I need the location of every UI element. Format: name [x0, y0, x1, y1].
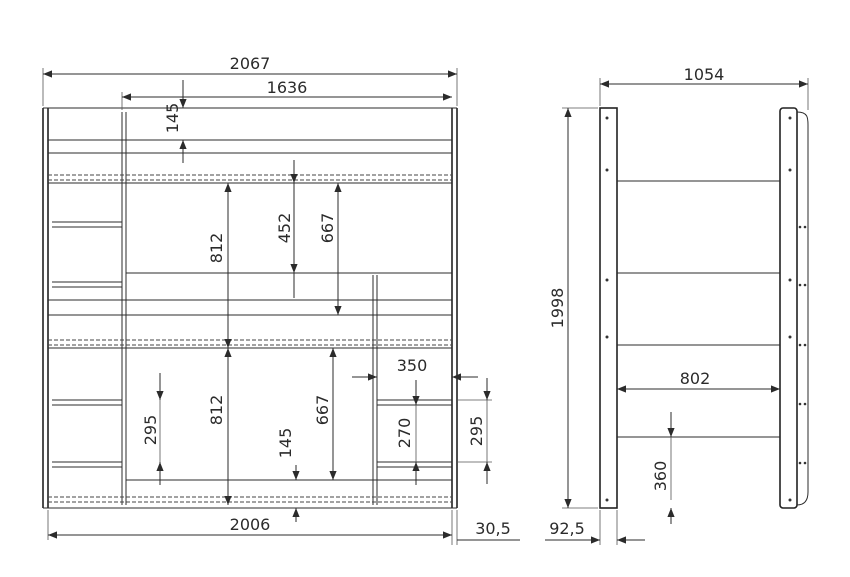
left-shelf-label: 295: [141, 415, 160, 446]
upper-clearance-label: 667: [318, 213, 337, 244]
dim-overall-width: 2067: [42, 54, 458, 106]
dim-bottom-gap: 145: [276, 428, 300, 522]
dim-side-offset: 30,5: [456, 510, 520, 545]
upper-guard-rail: [48, 139, 452, 184]
bottom-gap-label: 145: [276, 428, 295, 459]
dim-overall-depth: 1054: [599, 65, 809, 110]
dim-bed-depth: 802: [617, 369, 780, 393]
base-width-label: 2006: [230, 515, 271, 534]
bed-depth-label: 802: [680, 369, 711, 388]
foot-offset-label: 92,5: [549, 519, 585, 538]
right-shelf-270-label: 270: [395, 418, 414, 449]
inner-width-label: 1636: [267, 78, 308, 97]
right-shelf-295-label: 295: [467, 416, 486, 447]
side-fastener-dots: [605, 116, 807, 502]
dim-top-gap: 145: [163, 80, 187, 163]
guard-rail-label: 452: [275, 213, 294, 244]
right-module-shelves: [377, 399, 452, 468]
dim-base-width: 2006: [47, 510, 453, 545]
side-view: 1054 1998 802 360 92,5: [545, 65, 809, 545]
top-gap-label: 145: [163, 103, 182, 134]
dim-overall-height: 1998: [548, 107, 598, 509]
dim-foot-offset: 92,5: [545, 510, 645, 545]
dim-right-shelf-295: 295: [457, 378, 492, 484]
middle-rails: [48, 272, 452, 349]
overall-height-label: 1998: [548, 288, 567, 329]
dim-inner-width: 1636: [121, 78, 452, 110]
lower-bed-height-label: 812: [207, 395, 226, 426]
dim-right-module-width: 350: [352, 356, 478, 381]
side-frame: [599, 107, 809, 509]
dim-lower-clearance: 667: [313, 348, 337, 480]
lower-bed-rails: [48, 479, 452, 503]
dim-lower-bed-height: 812: [207, 348, 232, 505]
overall-depth-label: 1054: [684, 65, 725, 84]
dim-upper-clearance: 667: [318, 183, 342, 315]
dim-right-shelf-270: 270: [395, 380, 420, 485]
bottom-clearance-label: 360: [651, 461, 670, 492]
dim-guard-rail: 452: [275, 160, 298, 298]
ladder-rungs: [52, 221, 122, 468]
dim-upper-bed-height: 812: [207, 183, 232, 348]
side-offset-label: 30,5: [475, 519, 511, 538]
lower-clearance-label: 667: [313, 395, 332, 426]
right-module-width-label: 350: [397, 356, 428, 375]
dim-left-shelf: 295: [141, 373, 164, 485]
dim-bottom-clearance: 360: [651, 412, 675, 524]
front-view: 2067 1636 145 812 452 667 81: [42, 54, 520, 545]
overall-width-label: 2067: [230, 54, 271, 73]
upper-bed-height-label: 812: [207, 233, 226, 264]
